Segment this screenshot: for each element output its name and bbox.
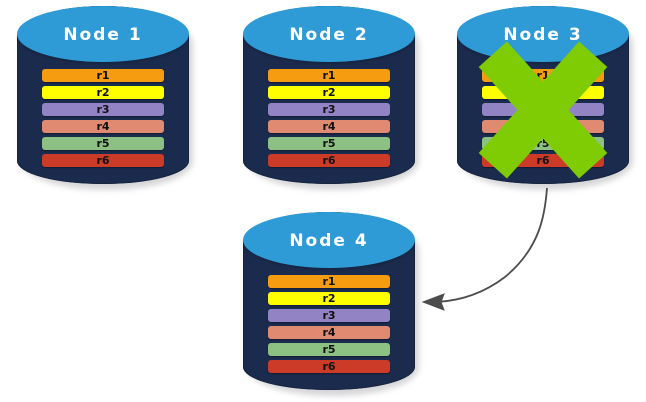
node-title: Node 1 [63, 25, 143, 45]
node-title: Node 2 [289, 25, 369, 45]
cylinder-top [243, 6, 415, 62]
row-r2[interactable]: r2 [482, 86, 604, 99]
row-r2[interactable]: r2 [268, 292, 390, 305]
row-r4[interactable]: r4 [268, 120, 390, 133]
row-r1[interactable]: r1 [42, 69, 164, 82]
row-list: r1 r2 r3 r4 r5 r6 [243, 275, 415, 373]
row-r3[interactable]: r3 [268, 103, 390, 116]
node-1[interactable]: Node 1 r1 r2 r3 r4 r5 r6 [17, 6, 193, 190]
connector-path [436, 187, 548, 303]
cylinder-top [17, 6, 189, 62]
row-list: r1 r2 r3 r4 r5 r6 [457, 69, 629, 167]
node-3[interactable]: Node 3 r1 r2 r3 r4 r5 r6 [457, 6, 633, 190]
row-r3[interactable]: r3 [268, 309, 390, 322]
row-r4[interactable]: r4 [268, 326, 390, 339]
row-list: r1 r2 r3 r4 r5 r6 [17, 69, 189, 167]
cylinder-top [243, 212, 415, 268]
row-r5[interactable]: r5 [482, 137, 604, 150]
row-r5[interactable]: r5 [42, 137, 164, 150]
row-r2[interactable]: r2 [268, 86, 390, 99]
row-list: r1 r2 r3 r4 r5 r6 [243, 69, 415, 167]
row-r6[interactable]: r6 [482, 154, 604, 167]
row-r5[interactable]: r5 [268, 137, 390, 150]
node-2[interactable]: Node 2 r1 r2 r3 r4 r5 r6 [243, 6, 419, 190]
row-r2[interactable]: r2 [42, 86, 164, 99]
row-r6[interactable]: r6 [42, 154, 164, 167]
row-r6[interactable]: r6 [268, 154, 390, 167]
row-r4[interactable]: r4 [42, 120, 164, 133]
node-4[interactable]: Node 4 r1 r2 r3 r4 r5 r6 [243, 212, 419, 396]
node-title: Node 3 [503, 25, 583, 45]
row-r5[interactable]: r5 [268, 343, 390, 356]
connector-arrowhead [421, 293, 445, 311]
node-title: Node 4 [289, 231, 369, 251]
row-r4[interactable]: r4 [482, 120, 604, 133]
row-r1[interactable]: r1 [268, 69, 390, 82]
row-r1[interactable]: r1 [482, 69, 604, 82]
row-r3[interactable]: r3 [42, 103, 164, 116]
row-r1[interactable]: r1 [268, 275, 390, 288]
row-r3[interactable]: r3 [482, 103, 604, 116]
row-r6[interactable]: r6 [268, 360, 390, 373]
